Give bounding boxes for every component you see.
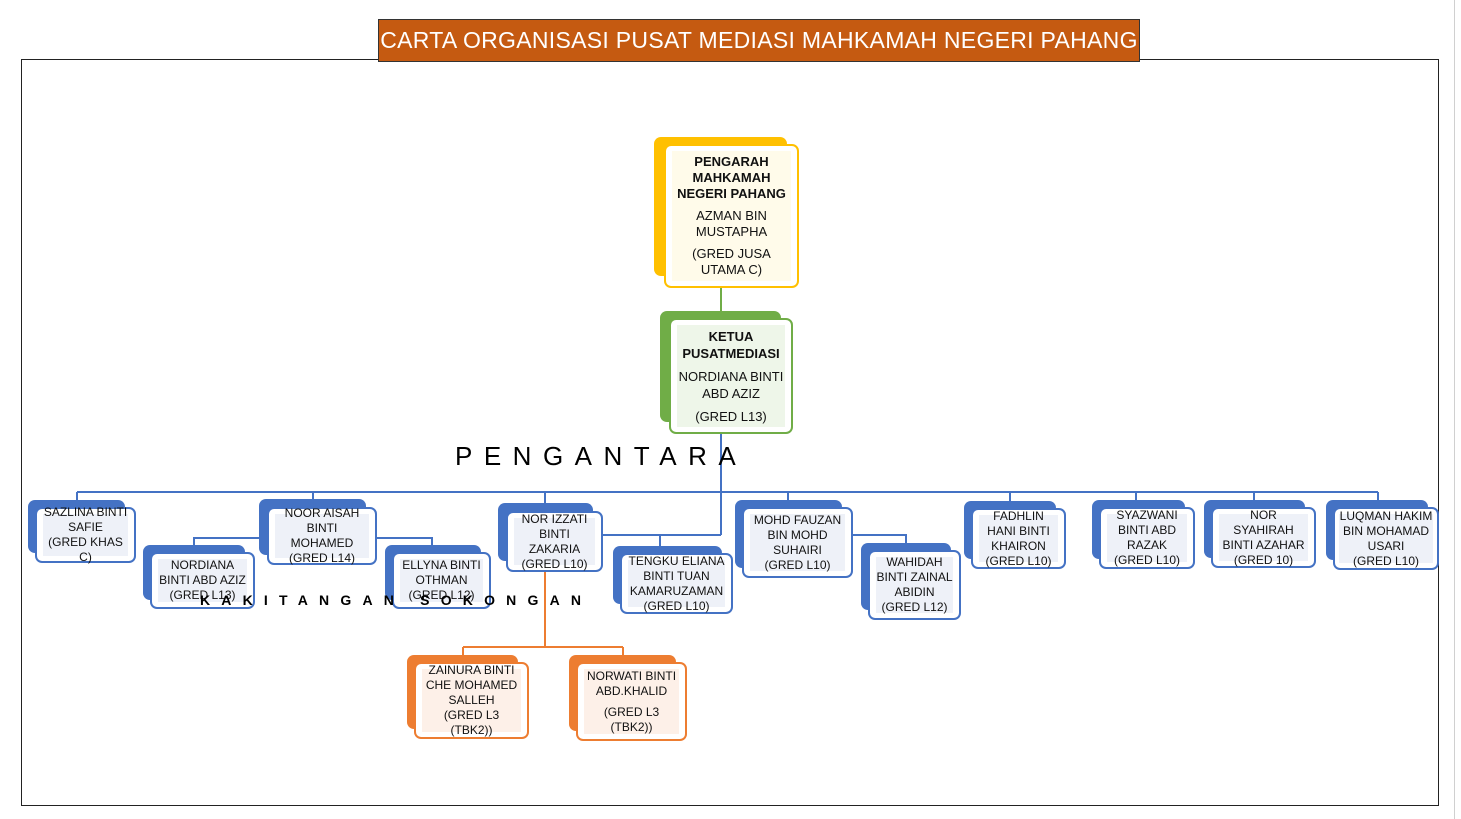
mediator-grade: (GRED L12) (408, 588, 475, 602)
connector-fauzan-to-wahidah (853, 534, 907, 543)
support-grade: (GRED L3 (TBK2)) (603, 704, 660, 734)
mediator-grade: (GRED L12) (881, 600, 948, 614)
head-role: KETUA PUSATMEDIASI (682, 328, 780, 361)
mediator-name: NOOR AISAH BINTI MOHAMED (284, 506, 360, 550)
support-name: ZAINURA BINTI CHE MOHAMED SALLEH (425, 663, 518, 707)
page-edge-line (1454, 0, 1455, 819)
mediator-name: LUQMAN HAKIM BIN MOHAMAD USARI (1339, 508, 1433, 553)
mediator-grade: (GRED L10) (985, 553, 1052, 568)
mediator-name: SYAZWANI BINTI ABD RAZAK (1116, 508, 1178, 552)
mediator-card-nor-syahirah: NOR SYAHIRAH BINTI AZAHAR(GRED 10) (1204, 500, 1316, 568)
mediator-grade: (GRED KHAS C) (48, 535, 123, 564)
mediator-name: TENGKU ELIANA BINTI TUAN KAMARUZAMAN (628, 553, 725, 598)
mediator-grade: (GRED L10) (764, 557, 831, 572)
mediator-grade: (GRED 10) (1233, 552, 1294, 567)
director-name: AZMAN BIN MUSTAPHA (695, 208, 768, 239)
mediator-card-noor-aisah: NOOR AISAH BINTI MOHAMED(GRED L14) (259, 499, 377, 565)
support-staff-label: KAKITANGAN SOKONGAN (200, 592, 593, 608)
mediator-card-sazlina: SAZLINA BINTI SAFIE(GRED KHAS C) (28, 500, 136, 564)
mediator-name: NOR SYAHIRAH BINTI AZAHAR (1222, 507, 1305, 552)
mediator-card-ellyna: ELLYNA BINTI OTHMAN(GRED L12) (385, 545, 491, 609)
mediator-grade: (GRED L10) (643, 598, 710, 613)
mediator-card-tengku-eliana: TENGKU ELIANA BINTI TUAN KAMARUZAMAN(GRE… (613, 546, 733, 614)
mediator-card-nor-izzati: NOR IZZATI BINTI ZAKARIA(GRED L10) (498, 503, 603, 572)
connector-noor-aisah-to-ellyna (376, 537, 433, 545)
mediator-name: NORDIANA BINTI ABD AZIZ (159, 558, 246, 587)
chart-title: CARTA ORGANISASI PUSAT MEDIASI MAHKAMAH … (378, 19, 1140, 62)
mediator-card-syazwani: SYAZWANI BINTI ABD RAZAK(GRED L10) (1092, 500, 1195, 569)
mediator-name: SAZLINA BINTI SAFIE (43, 505, 128, 534)
mediator-card-wahidah: WAHIDAH BINTI ZAINAL ABIDIN(GRED L12) (861, 543, 961, 620)
mediator-card-luqman: LUQMAN HAKIM BIN MOHAMAD USARI(GRED L10) (1326, 500, 1439, 570)
mediator-name: ELLYNA BINTI OTHMAN (402, 558, 481, 587)
mediator-card-nordiana: NORDIANA BINTI ABD AZIZ(GRED L13) (143, 545, 255, 609)
director-role: PENGARAH MAHKAMAH NEGERI PAHANG (677, 154, 786, 201)
head-card: KETUA PUSATMEDIASI NORDIANA BINTI ABD AZ… (660, 311, 793, 434)
mediator-card-fadhlin: FADHLIN HANI BINTI KHAIRON(GRED L10) (964, 501, 1066, 569)
head-name: NORDIANA BINTI ABD AZIZ (678, 368, 784, 401)
director-card: PENGARAH MAHKAMAH NEGERI PAHANG AZMAN BI… (654, 137, 800, 289)
mediator-name: FADHLIN HANI BINTI KHAIRON (987, 508, 1050, 553)
support-card-norwati: NORWATI BINTI ABD.KHALID (GRED L3 (TBK2)) (569, 655, 687, 741)
mediator-grade: (GRED L10) (1352, 553, 1420, 568)
mediator-name: WAHIDAH BINTI ZAINAL ABIDIN (876, 555, 953, 599)
mediator-name: MOHD FAUZAN BIN MOHD SUHAIRI (753, 512, 842, 557)
connector-noor-aisah-to-nordiana (193, 537, 259, 545)
mediator-name: NOR IZZATI BINTI ZAKARIA (521, 511, 588, 556)
mediator-grade: (GRED L10) (1113, 553, 1181, 567)
mediator-grade: (GRED L10) (521, 556, 588, 571)
director-grade: (GRED JUSA UTAMA C) (692, 246, 771, 277)
support-grade: (GRED L3 (TBK2)) (443, 708, 500, 737)
support-name: NORWATI BINTI ABD.KHALID (586, 668, 677, 698)
mediators-label: PENGANTARA (455, 441, 748, 471)
mediator-grade: (GRED L13) (169, 588, 236, 602)
mediator-card-mohd-fauzan: MOHD FAUZAN BIN MOHD SUHAIRI(GRED L10) (735, 500, 853, 578)
head-grade: (GRED L13) (695, 408, 767, 424)
mediator-grade: (GRED L14) (288, 551, 356, 565)
support-card-zainura: ZAINURA BINTI CHE MOHAMED SALLEH(GRED L3… (407, 655, 529, 739)
